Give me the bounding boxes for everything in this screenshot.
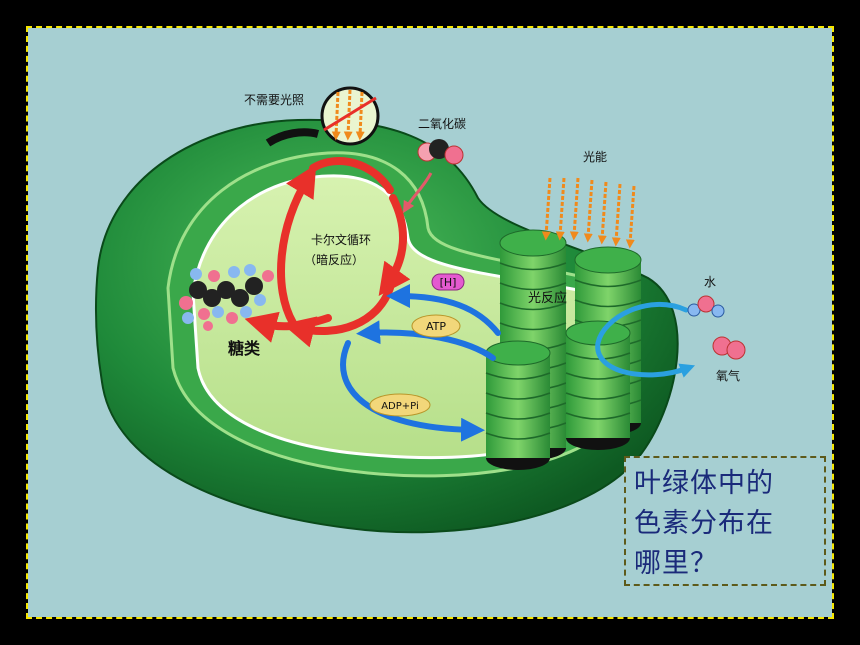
hydrogen-badge: [H]: [431, 273, 465, 291]
water-split-arrow: [595, 302, 696, 378]
grana-stacks: [485, 229, 642, 470]
oxygen-molecule: [712, 336, 746, 360]
sugar-label: 糖类: [228, 339, 261, 358]
light-reaction-label: 光反应: [528, 290, 567, 306]
hydrogen-label: [H]: [440, 276, 457, 289]
question-box: 叶绿体中的 色素分布在 哪里？: [624, 456, 826, 586]
carbon-dioxide-label: 二氧化碳: [418, 117, 466, 131]
calvin-cycle-arrows: [244, 157, 411, 348]
question-line-3: 哪里？: [634, 548, 718, 579]
granum-stack-3: [485, 340, 551, 470]
water-label: 水: [704, 275, 716, 289]
atp-badge: ATP: [411, 314, 461, 338]
co2-arrow: [402, 172, 433, 214]
sugar-molecule: [179, 264, 274, 331]
dark-reaction-label: （暗反应）: [304, 252, 364, 267]
calvin-cycle-label: 卡尔文循环: [311, 232, 371, 247]
co2-molecule: [417, 139, 464, 165]
atp-label: ATP: [426, 320, 446, 333]
no-light-symbol: [320, 86, 380, 146]
light-energy-label: 光能: [583, 150, 607, 164]
chloroplast-diagram: [H] ATP ADP+Pi 不需要光照 二氧化碳 光能 卡尔文循环 （暗反应）…: [94, 86, 746, 534]
slide: [H] ATP ADP+Pi 不需要光照 二氧化碳 光能 卡尔文循环 （暗反应）…: [26, 26, 834, 619]
light-energy-arrows: [541, 177, 636, 249]
adp-pi-label: ADP+Pi: [381, 401, 419, 412]
water-molecule: [687, 295, 725, 318]
question-line-2: 色素分布在: [634, 508, 774, 539]
oxygen-label: 氧气: [716, 368, 740, 383]
transport-arrows: [340, 284, 501, 442]
adp-pi-badge: ADP+Pi: [369, 393, 431, 417]
question-line-1: 叶绿体中的: [634, 468, 774, 499]
granum-stack-4: [565, 320, 631, 450]
no-light-label: 不需要光照: [244, 93, 304, 107]
